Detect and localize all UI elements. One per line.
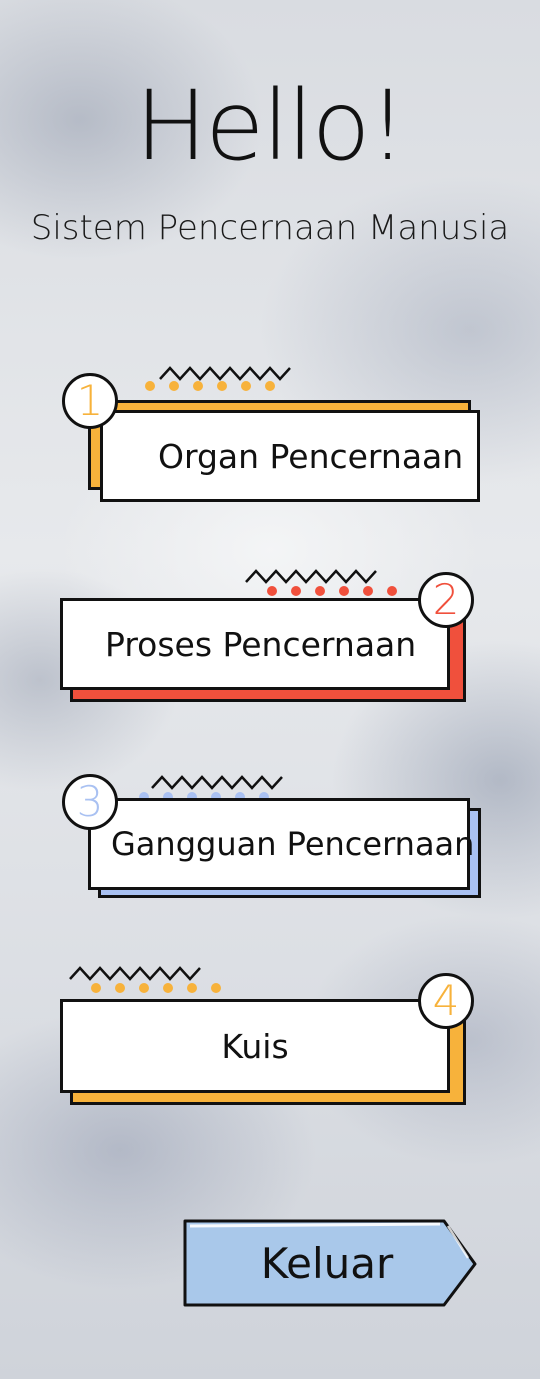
menu-item-organ-pencernaan[interactable]: Organ Pencernaan 1 (60, 365, 480, 505)
number-badge: 4 (418, 973, 474, 1029)
menu-item-gangguan-pencernaan[interactable]: Gangguan Pencernaan 3 (60, 774, 481, 904)
menu-card[interactable]: Organ Pencernaan (100, 410, 480, 502)
arrow-button-shape (183, 1219, 477, 1307)
zigzag-decoration (159, 366, 291, 381)
page-subtitle: Sistem Pencernaan Manusia (30, 208, 510, 248)
menu-item-label: Proses Pencernaan (105, 624, 417, 664)
zigzag-decoration (245, 569, 377, 584)
dots-decoration (267, 586, 397, 596)
keluar-button-label: Keluar (260, 1238, 394, 1288)
menu-card[interactable]: Kuis (60, 999, 450, 1093)
menu-item-kuis[interactable]: Kuis 4 (60, 965, 480, 1105)
menu-item-label: Kuis (221, 1026, 289, 1066)
menu-card[interactable]: Gangguan Pencernaan (88, 798, 474, 890)
menu-item-proses-pencernaan[interactable]: Proses Pencernaan 2 (60, 568, 480, 703)
keluar-button[interactable]: Keluar (182, 1218, 482, 1308)
number-badge: 2 (418, 572, 474, 628)
dots-decoration (91, 983, 221, 993)
number-badge: 3 (62, 774, 118, 830)
number-badge: 1 (62, 373, 118, 429)
menu-card[interactable]: Proses Pencernaan (60, 598, 450, 690)
zigzag-decoration (69, 966, 201, 981)
menu-item-label: Organ Pencernaan (158, 436, 464, 476)
page-title: Hello! (135, 70, 407, 182)
dots-decoration (145, 381, 275, 391)
zigzag-decoration (151, 775, 283, 790)
menu-item-label: Gangguan Pencernaan (111, 825, 475, 863)
